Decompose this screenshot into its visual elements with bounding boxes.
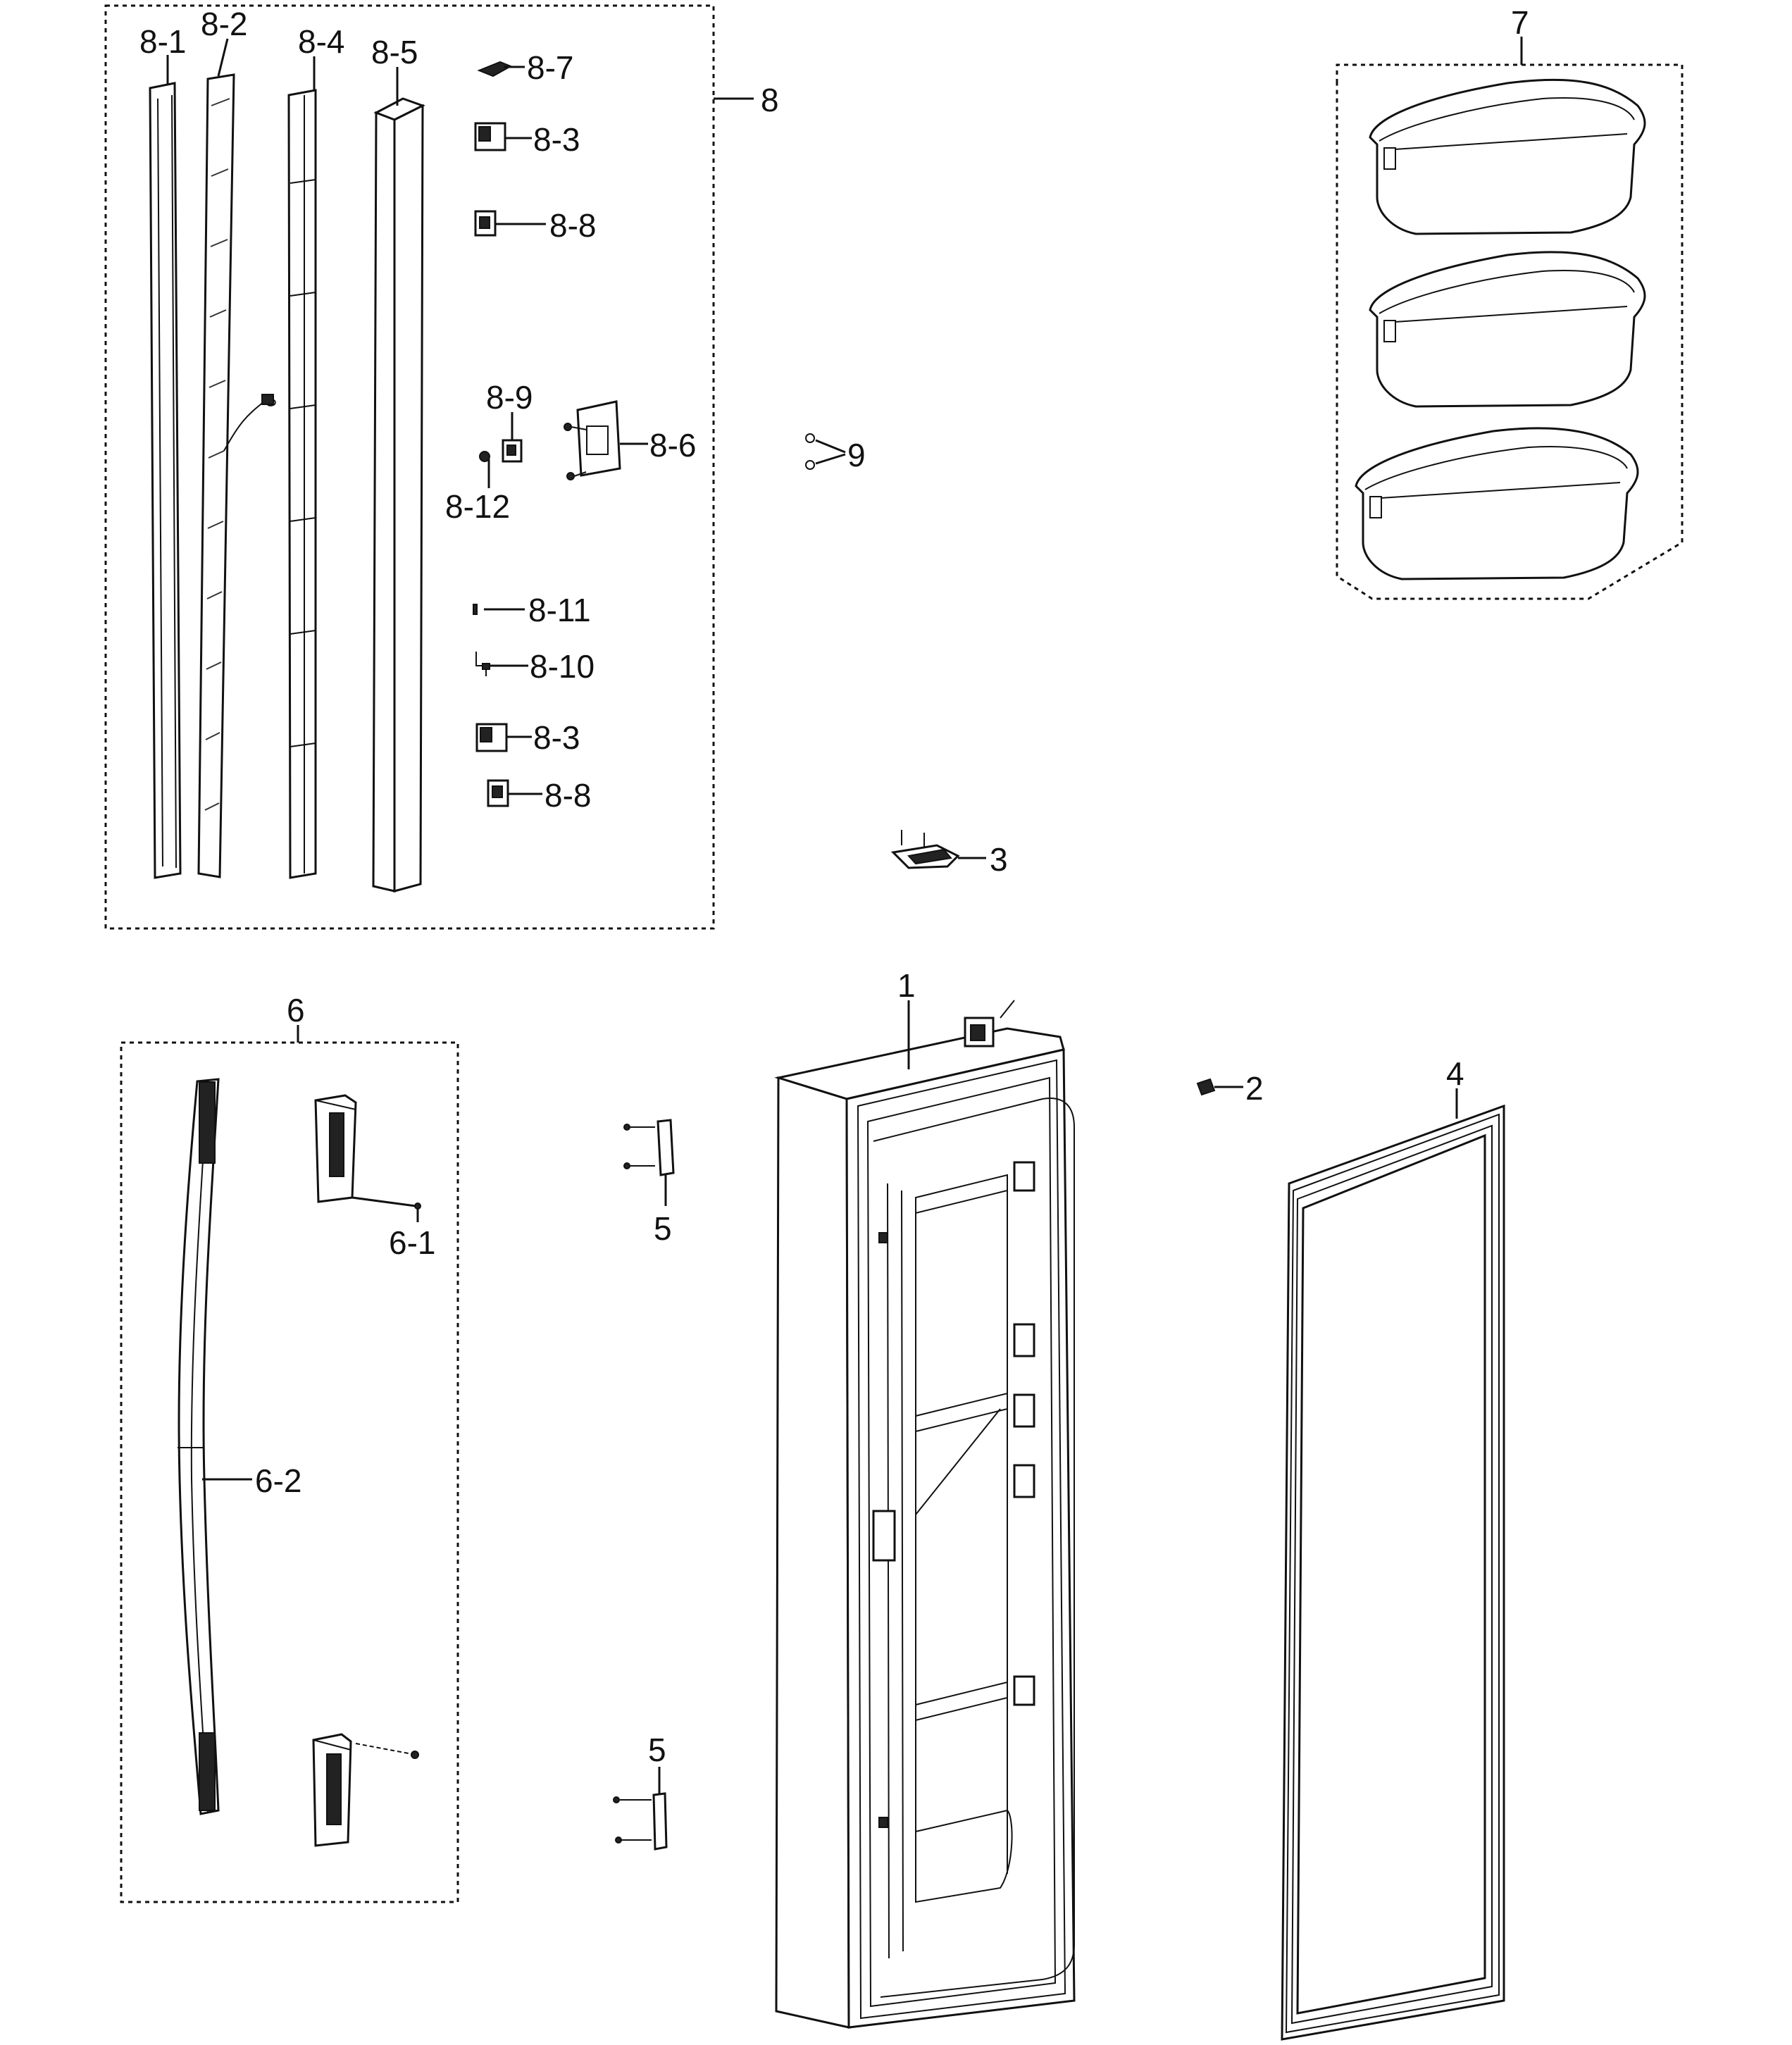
callout-8-4[interactable]: 8-4 (298, 23, 344, 60)
door-bin-middle[interactable] (1369, 251, 1646, 408)
part-8-3-hinge-cap-lower[interactable] (475, 723, 532, 752)
callout-8-10[interactable]: 8-10 (530, 648, 595, 685)
callout-6-2[interactable]: 6-2 (255, 1462, 301, 1499)
callout-8-8-lower[interactable]: 8-8 (545, 777, 591, 814)
part-8-11-pin[interactable] (473, 604, 525, 615)
part-8-3-hinge-cap-upper[interactable] (474, 122, 532, 151)
part-8-2-heater-strip[interactable] (197, 38, 276, 878)
callout-8-3-upper[interactable]: 8-3 (533, 121, 580, 158)
callout-7[interactable]: 7 (1511, 4, 1529, 41)
group-8-boundary (104, 4, 715, 930)
callout-3[interactable]: 3 (990, 841, 1008, 878)
part-8-9-switch[interactable] (502, 412, 523, 463)
part-8-6-bracket[interactable] (564, 400, 648, 480)
door-bin-top[interactable] (1369, 78, 1646, 235)
callout-9[interactable]: 9 (847, 437, 866, 473)
callout-8-12[interactable]: 8-12 (445, 488, 510, 525)
group-6-boundary (120, 1041, 459, 1903)
callout-8-11[interactable]: 8-11 (528, 592, 591, 628)
group-7-boundary (1336, 63, 1684, 600)
part-8-8-cap-lower[interactable] (487, 779, 542, 807)
part-1-door-assembly[interactable] (774, 1000, 1076, 2029)
callout-5-upper[interactable]: 5 (654, 1210, 672, 1247)
callout-8[interactable]: 8 (761, 82, 779, 118)
callout-6[interactable]: 6 (287, 992, 305, 1028)
part-8-12-screw[interactable] (479, 451, 490, 488)
part-4-door-gasket[interactable] (1281, 1088, 1505, 2041)
door-bin-bottom[interactable] (1355, 427, 1639, 580)
callout-5-lower[interactable]: 5 (648, 1732, 666, 1768)
part-8-8-cap-upper[interactable] (474, 210, 546, 237)
group-8-door-trim: 8 8-1 8-2 (104, 4, 779, 930)
callout-6-1[interactable]: 6-1 (389, 1224, 435, 1261)
part-2-cap[interactable] (1196, 1078, 1243, 1096)
group-7-door-bins: 7 (1336, 4, 1684, 600)
callout-8-7[interactable]: 8-7 (527, 49, 573, 86)
part-9-screws[interactable] (805, 433, 846, 470)
part-8-10-pin[interactable] (475, 652, 528, 676)
part-6-1-handle-bracket-upper[interactable] (314, 1094, 421, 1222)
part-8-4-bracket-strip[interactable] (287, 56, 317, 879)
part-8-7-clip[interactable] (477, 61, 525, 77)
part-8-1-strip[interactable] (149, 55, 182, 879)
group-6-handle-assembly: 6 6-2 6-1 (120, 992, 459, 1903)
part-6-2-handle[interactable] (178, 1078, 252, 1815)
part-8-5-rail[interactable] (372, 67, 425, 893)
callout-8-8-upper[interactable]: 8-8 (549, 207, 596, 244)
callout-8-9[interactable]: 8-9 (486, 379, 533, 416)
callout-8-1[interactable]: 8-1 (139, 23, 186, 60)
part-3-hinge-cover[interactable] (890, 830, 986, 869)
part-5-stopper-upper[interactable] (623, 1119, 675, 1206)
callout-2[interactable]: 2 (1245, 1070, 1264, 1107)
part-6-1-handle-bracket-lower[interactable] (312, 1733, 419, 1847)
callout-8-2[interactable]: 8-2 (201, 6, 247, 42)
callout-8-3-lower[interactable]: 8-3 (533, 719, 580, 756)
callout-1[interactable]: 1 (897, 967, 916, 1004)
callout-8-5[interactable]: 8-5 (371, 34, 418, 70)
callout-4[interactable]: 4 (1446, 1055, 1464, 1092)
callout-8-6[interactable]: 8-6 (649, 427, 696, 464)
part-5-stopper-lower[interactable] (613, 1767, 668, 1851)
